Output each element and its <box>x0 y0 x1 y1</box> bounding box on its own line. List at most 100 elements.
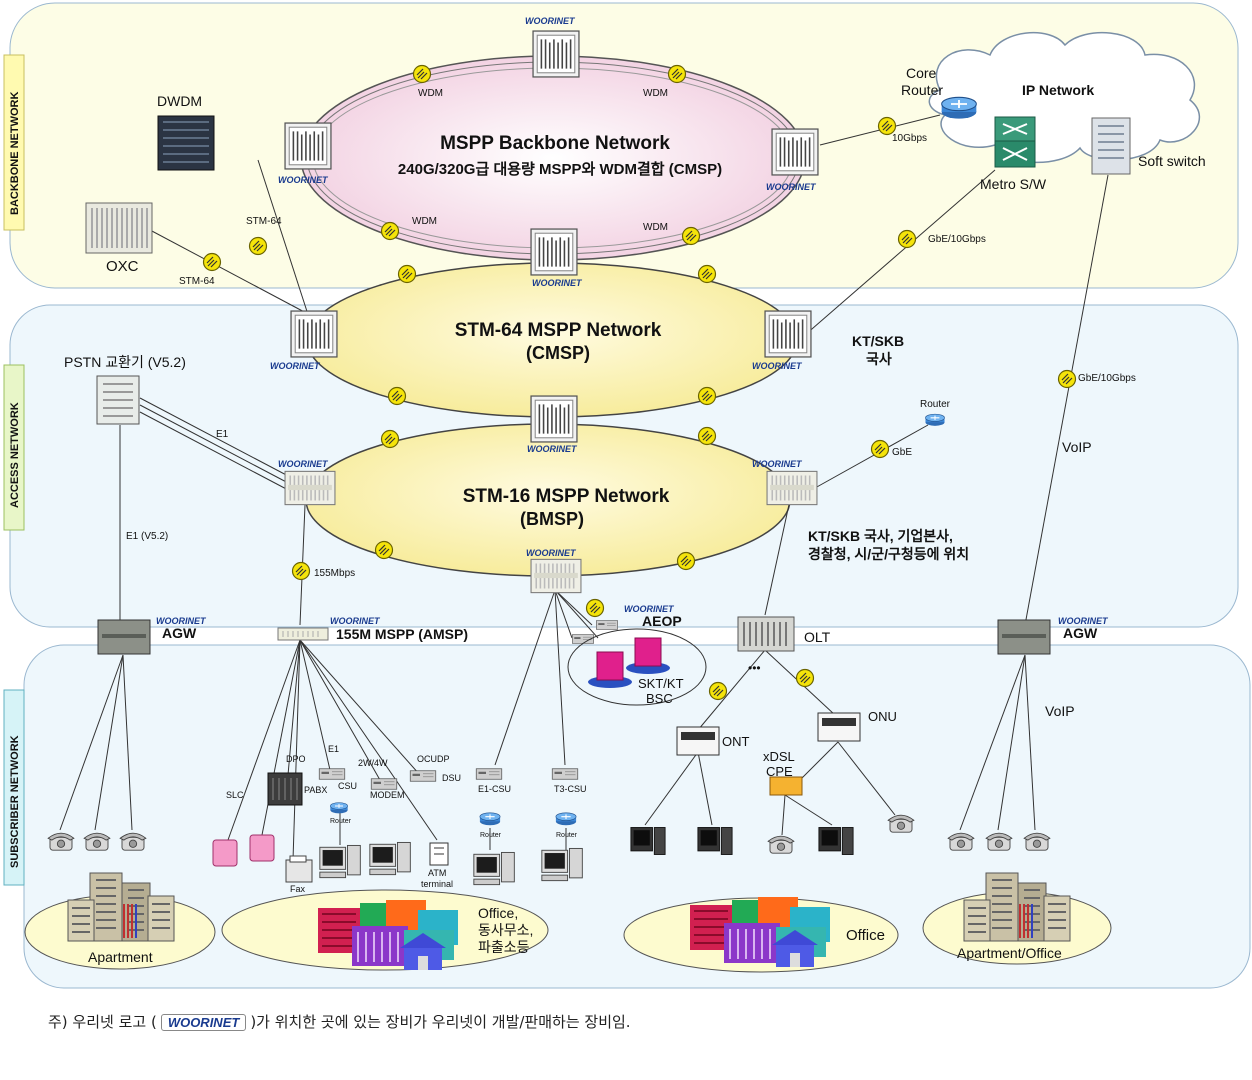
phone-icon <box>83 832 111 851</box>
dwdm-device <box>157 115 215 171</box>
coupler-icon <box>248 236 268 256</box>
soft-switch-device <box>1091 117 1131 175</box>
coupler-icon <box>585 598 605 618</box>
e1-csu-device <box>475 768 503 780</box>
mspp-rack-icon <box>530 395 578 443</box>
backbone-ring-subtitle: 240G/320G급 대용량 MSPP와 WDM결합 (CMSP) <box>398 160 722 178</box>
woorinet-logo: WOORINET <box>278 175 329 185</box>
connection-lines <box>59 114 1109 861</box>
t3-csu-device <box>551 768 579 780</box>
apartment-label: Apartment <box>88 949 153 965</box>
stm64-ring-subtitle: (CMSP) <box>526 343 590 363</box>
woorinet-logo: WOORINET <box>330 616 381 626</box>
core-router-label-1: Core <box>906 65 937 81</box>
dwdm-label: DWDM <box>157 93 202 109</box>
voip-label-1: VoIP <box>1062 439 1092 455</box>
pabx-device <box>267 772 303 806</box>
router-label-a: Router <box>330 818 352 825</box>
pstn-switch-device <box>96 375 140 425</box>
side-label-subscriber: SUBSCRIBER NETWORK <box>3 689 25 886</box>
phone-icon <box>47 832 75 851</box>
dpo-label: DPO <box>286 754 306 764</box>
computer-icon <box>369 841 411 876</box>
footnote: 주) 우리넷 로고 (WOORINET)가 위치한 곳에 있는 장비가 우리넷이… <box>48 1011 631 1032</box>
coupler-icon <box>681 226 701 246</box>
side-label-backbone: BACKBONE NETWORK <box>3 54 25 231</box>
coupler-icon <box>795 668 815 688</box>
olt-label: OLT <box>804 629 831 645</box>
coupler-icon <box>380 221 400 241</box>
mspp-shelf-icon <box>766 470 818 506</box>
e1-small-label: E1 <box>328 744 339 754</box>
dsu-device <box>409 770 437 782</box>
atm-terminal <box>429 842 449 866</box>
router-label-c: Router <box>556 832 578 839</box>
coupler-icon <box>697 264 717 284</box>
coupler-icon <box>667 64 687 84</box>
woorinet-logos: WOORINET WOORINET WOORINET WOORINET WOOR… <box>156 16 1109 626</box>
backbone-ring-title: MSPP Backbone Network <box>440 133 670 154</box>
wdm-label-4: WDM <box>643 222 668 233</box>
amsp-label: 155M MSPP (AMSP) <box>336 626 468 642</box>
stm16-ring-subtitle: (BMSP) <box>520 509 584 529</box>
agw-label-left: AGW <box>162 625 197 641</box>
coupler-icon <box>374 540 394 560</box>
csu-device <box>318 768 346 780</box>
xdsl-cpe-device <box>769 776 803 796</box>
agw-device-left <box>97 619 151 655</box>
phone-icon <box>887 814 915 833</box>
svg-text:SUBSCRIBER NETWORK: SUBSCRIBER NETWORK <box>9 735 21 868</box>
coupler-icon <box>1057 369 1077 389</box>
slc-label: SLC <box>226 790 244 800</box>
xdsl-label-2: CPE <box>766 764 793 779</box>
fax-label: Fax <box>290 884 306 894</box>
gbe-label: GbE <box>892 447 912 458</box>
computer-icon <box>697 827 733 855</box>
stm64-label-a: STM-64 <box>246 216 282 227</box>
mspp-shelf-icon <box>284 470 336 506</box>
mspp-rack-icon <box>532 30 580 78</box>
kt-skb-label-2: 국사 <box>866 351 892 367</box>
e1-v52-label: E1 (V5.2) <box>126 531 168 542</box>
voip-label-2: VoIP <box>1045 703 1075 719</box>
mspp-rack-icon <box>284 122 332 170</box>
core-router-label-2: Router <box>901 82 943 98</box>
office-label-2: 동사무소, <box>478 922 533 938</box>
w24-label: 2W/4W <box>358 758 388 768</box>
kt-location-line-1: KT/SKB 국사, 기업본사, <box>808 528 953 544</box>
e1-csu-label: E1-CSU <box>478 784 511 794</box>
dsu-label: DSU <box>442 773 461 783</box>
core-router-icon <box>940 96 978 120</box>
router-icon <box>329 802 349 814</box>
onu-device <box>817 712 861 742</box>
woorinet-logo: WOORINET <box>1058 616 1109 626</box>
coupler-icon <box>380 429 400 449</box>
gbe-10g-label-2: GbE/10Gbps <box>1078 373 1136 384</box>
modem-device <box>370 778 398 790</box>
modem-label: MODEM <box>370 790 405 800</box>
stm16-ring-title: STM-16 MSPP Network <box>463 486 670 507</box>
router-label-b: Router <box>480 832 502 839</box>
coupler-icon <box>412 64 432 84</box>
woorinet-logo: WOORINET <box>766 182 817 192</box>
coupler-icon <box>202 252 222 272</box>
xdsl-label-1: xDSL <box>763 749 795 764</box>
coupler-icon <box>387 386 407 406</box>
coupler-icon <box>708 681 728 701</box>
coupler-icon <box>897 229 917 249</box>
soft-switch-label: Soft switch <box>1138 153 1206 169</box>
office-label-1: Office, <box>478 905 518 921</box>
router-icon <box>555 812 577 826</box>
pabx-label: PABX <box>304 785 327 795</box>
pon-dots: ••• <box>748 661 761 675</box>
ocudp-label: OCUDP <box>417 754 450 764</box>
wdm-label-1: WDM <box>418 88 443 99</box>
amsp-device <box>277 627 329 641</box>
pstn-label: PSTN 교환기 (V5.2) <box>64 354 186 370</box>
woorinet-logo: WOORINET <box>752 459 803 469</box>
ont-label: ONT <box>722 734 750 749</box>
stm64-label-b: STM-64 <box>179 276 215 287</box>
wdm-label-3: WDM <box>412 216 437 227</box>
woorinet-logo: WOORINET <box>624 604 675 614</box>
